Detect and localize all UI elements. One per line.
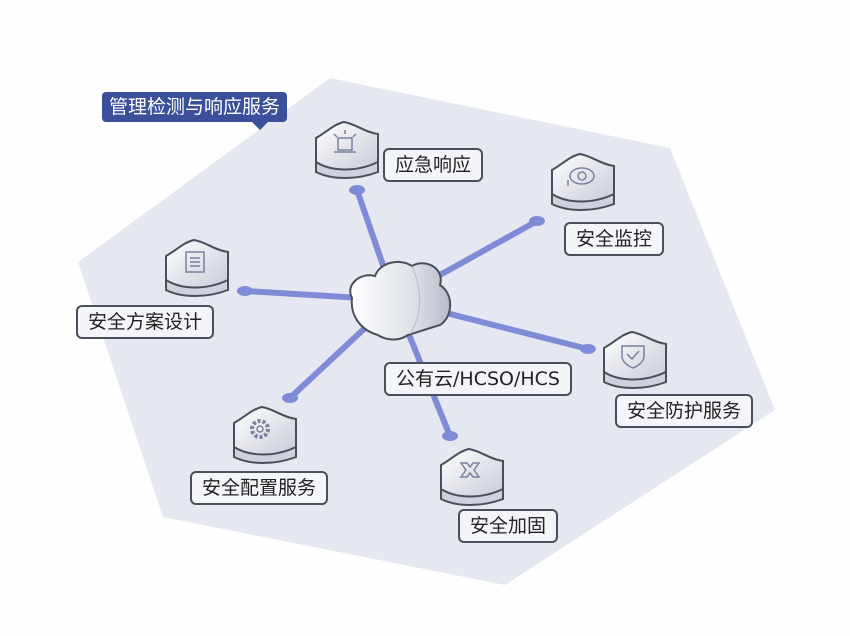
label-security-protection-service: 安全防护服务 [615, 394, 754, 428]
shield-security-configuration-service [233, 405, 297, 464]
cloud-icon [349, 260, 452, 341]
shield-security-protection-service [603, 330, 667, 389]
label-security-solution-design: 安全方案设计 [76, 305, 215, 339]
shield-security-monitoring [551, 152, 615, 211]
label-center-cloud: 公有云/HCSO/HCS [384, 362, 572, 396]
connector-end-dot [442, 431, 458, 441]
label-security-hardening: 安全加固 [458, 509, 559, 543]
connector-end-dot [282, 393, 298, 403]
label-emergency-response: 应急响应 [383, 148, 484, 182]
diagram-title: 管理检测与响应服务 [102, 92, 288, 130]
shield-security-solution-design [165, 238, 229, 297]
connector-end-dot [349, 185, 365, 195]
cross-icon [459, 462, 481, 478]
shield-security-hardening [440, 447, 504, 506]
connector-end-dot [580, 344, 596, 354]
label-security-monitoring: 安全监控 [564, 222, 665, 256]
shield-check-icon [621, 345, 645, 369]
shield-emergency-response [315, 120, 379, 179]
connector-end-dot [529, 216, 545, 226]
label-security-configuration-service: 安全配置服务 [190, 471, 329, 505]
alarm-light-icon [333, 130, 357, 153]
eye-icon [567, 167, 595, 186]
gear-icon [250, 419, 270, 439]
connector-end-dot [237, 286, 253, 296]
document-icon [185, 251, 205, 273]
